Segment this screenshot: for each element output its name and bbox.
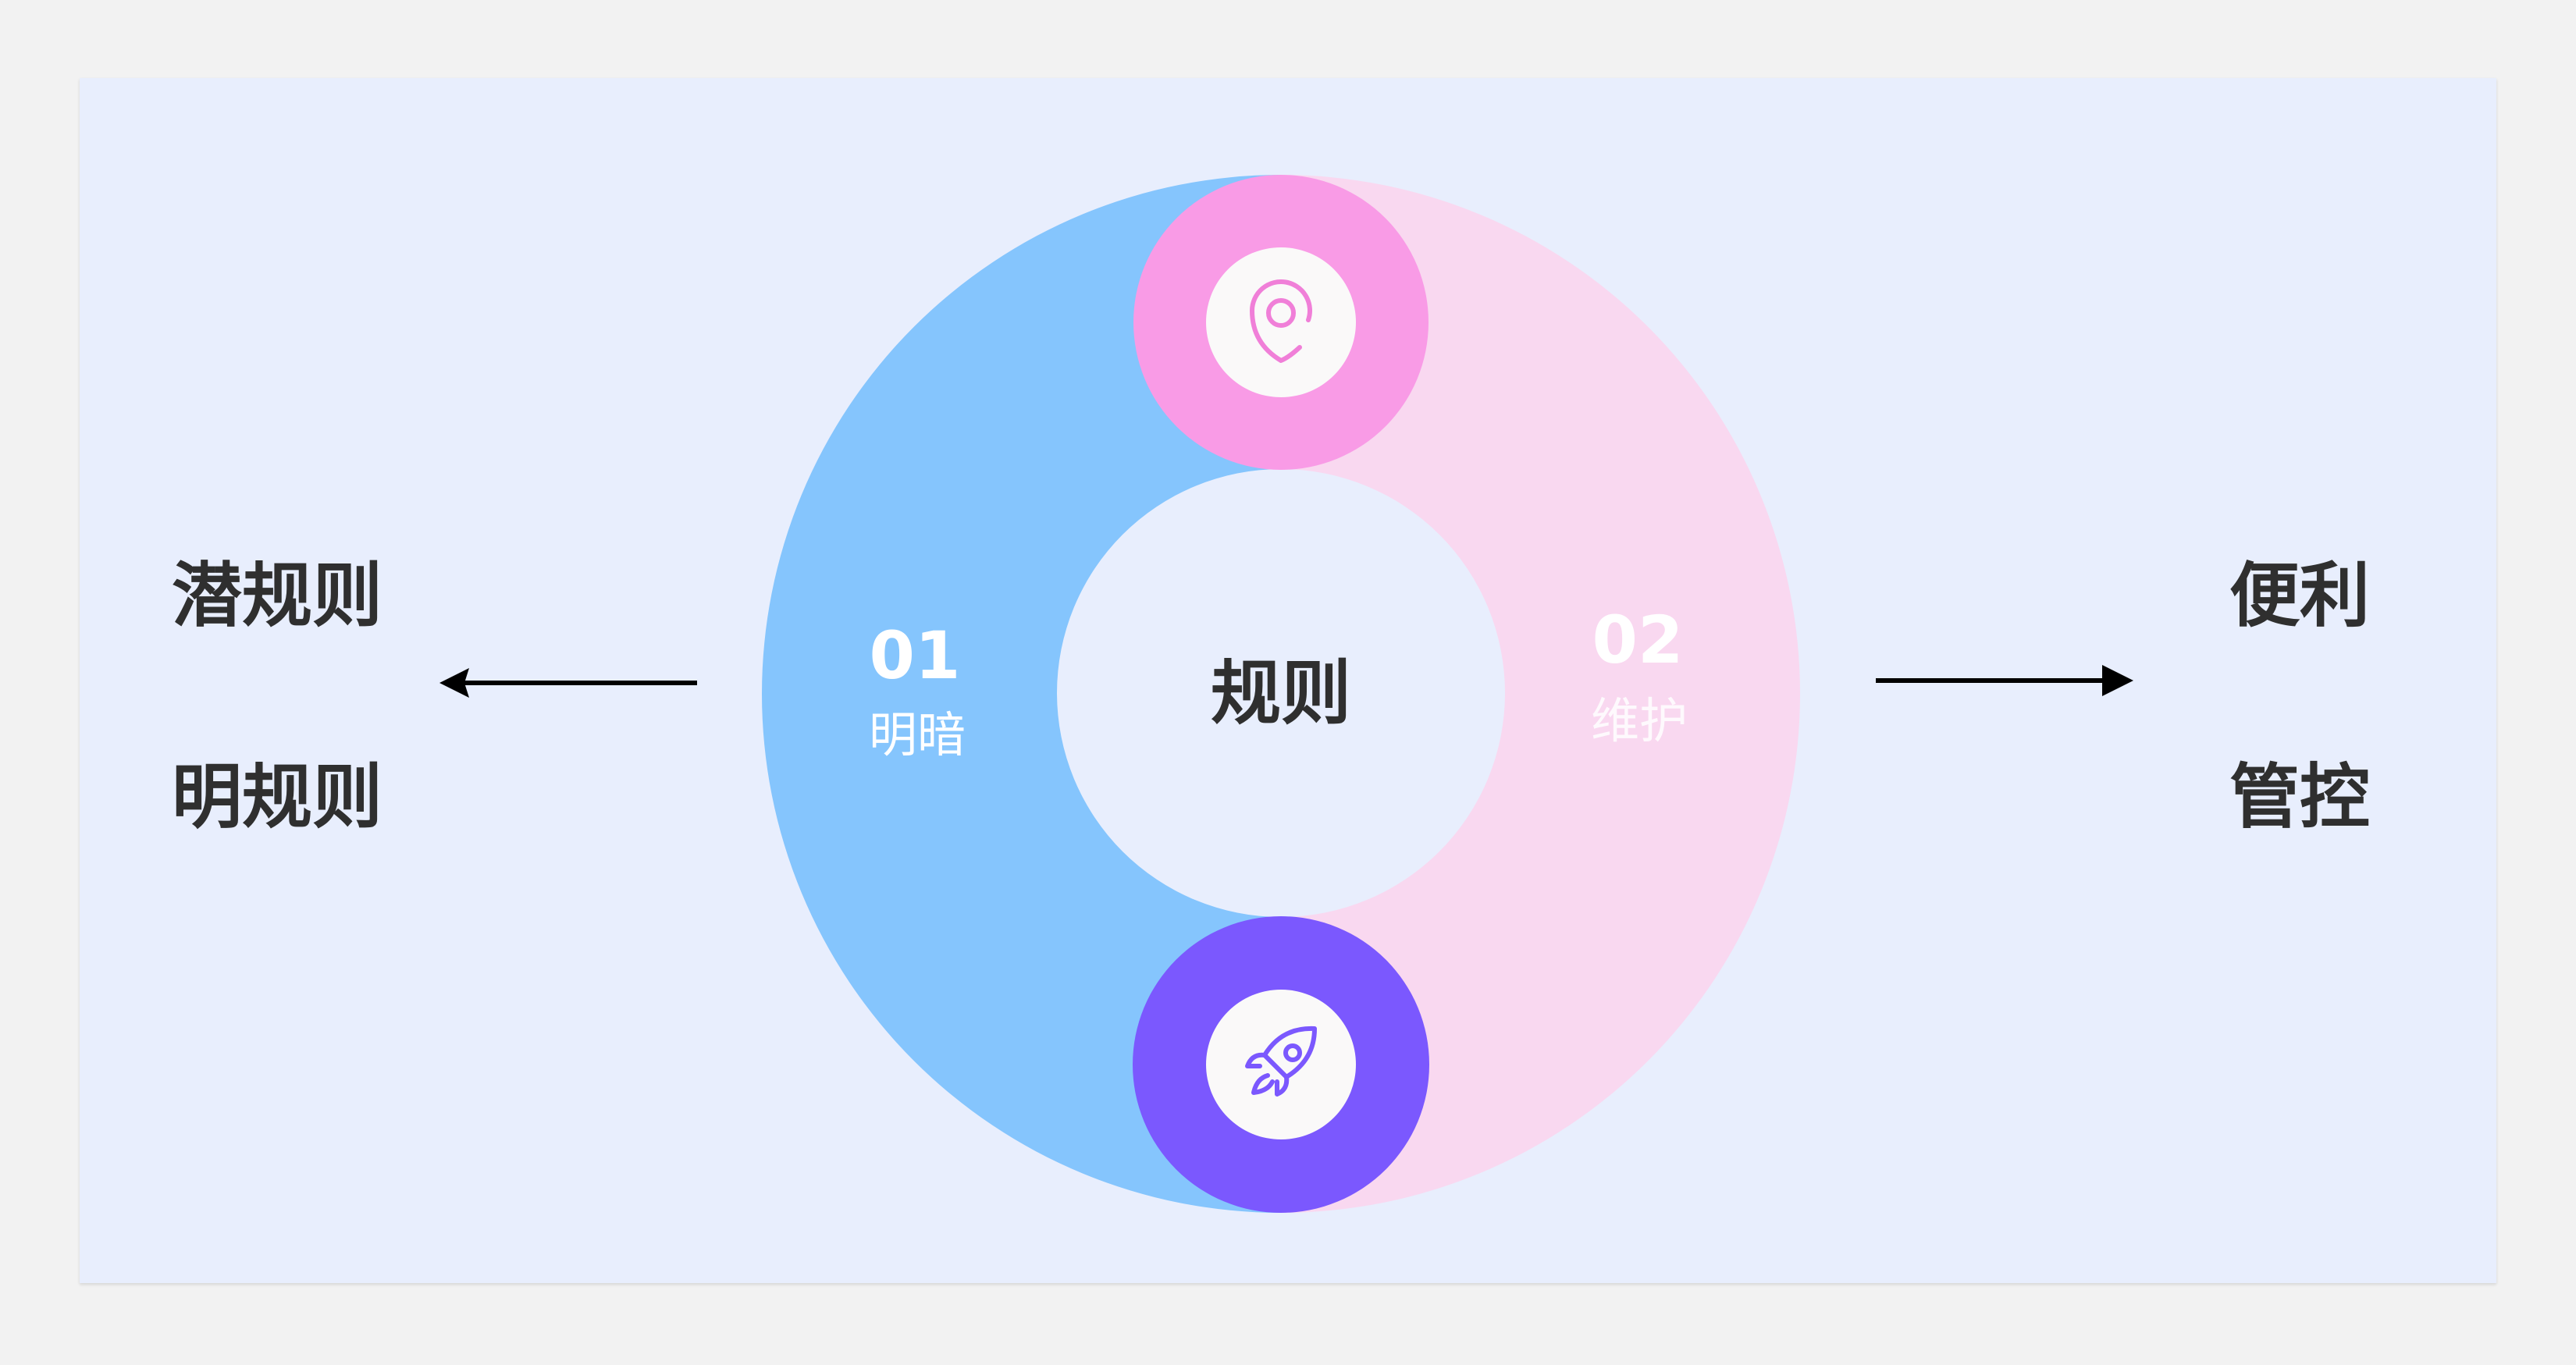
right-item-2: 管控 [2229,756,2370,838]
location-pin-icon [1250,279,1312,363]
right-item-1: 便利 [2229,555,2370,637]
left-segment-label: 明暗 [869,706,966,763]
right-arrow [1876,665,2133,696]
bottom-icon-circle [1206,990,1356,1139]
rocket-icon [1245,1026,1317,1097]
right-segment-label: 维护 [1591,692,1688,749]
left-item-2: 明规则 [172,756,382,838]
left-arrow [439,668,697,698]
center-label: 规则 [1211,652,1351,734]
left-item-1: 潜规则 [172,555,382,637]
right-segment-number: 02 [1592,602,1684,678]
left-ring-segment [762,175,1281,1213]
right-ring-segment [1281,175,1800,1213]
top-icon-circle [1206,247,1356,397]
left-segment-number: 01 [870,617,961,694]
